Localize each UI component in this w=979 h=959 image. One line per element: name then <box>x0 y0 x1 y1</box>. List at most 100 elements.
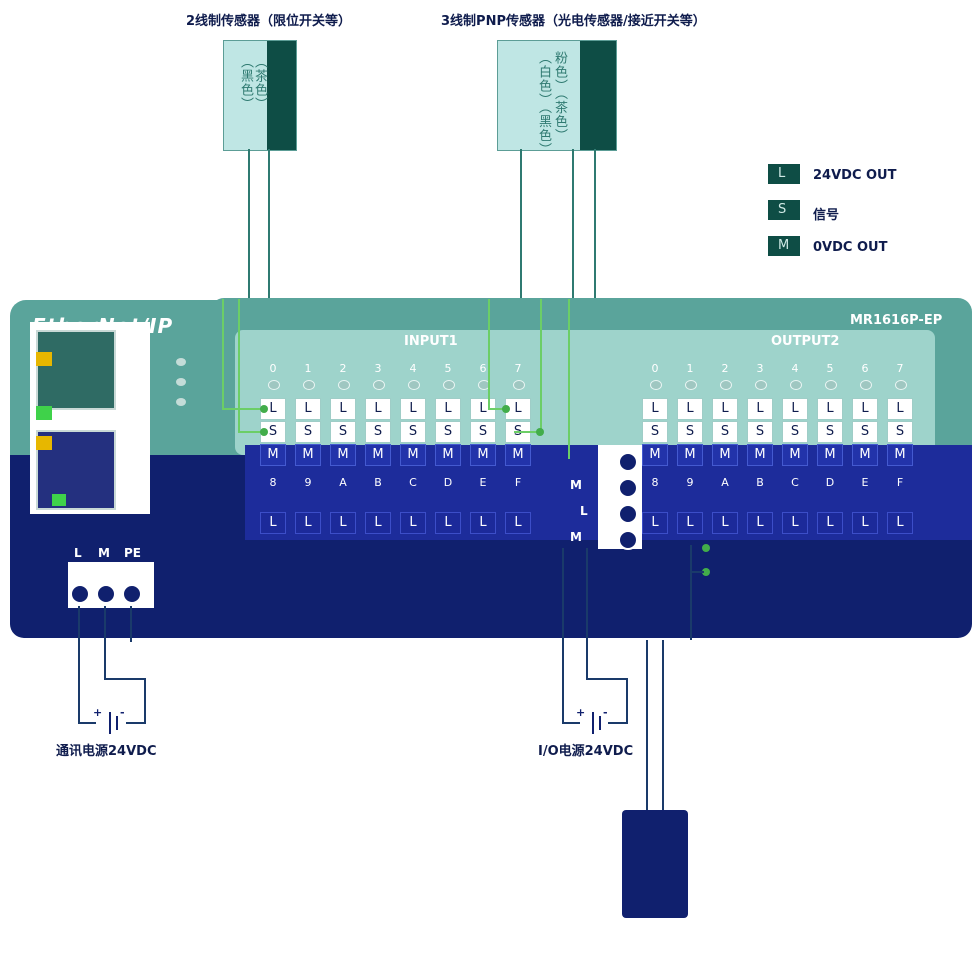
wire-io-plus-v <box>586 548 588 680</box>
output-terminal-s-5[interactable]: S <box>817 421 843 443</box>
io-terminal-3[interactable] <box>618 504 638 524</box>
output-terminal-m-1[interactable]: M <box>677 444 703 466</box>
output-terminal-l2-0[interactable]: L <box>642 512 668 534</box>
input-terminal-s-4[interactable]: S <box>400 421 426 443</box>
sensor-3wire-cap <box>580 41 616 150</box>
input-terminal-m-4[interactable]: M <box>400 444 426 466</box>
output-terminal-l-0[interactable]: L <box>642 398 668 420</box>
wire-3wire-b <box>572 149 574 299</box>
output-terminal-l-4[interactable]: L <box>782 398 808 420</box>
input-terminal-l-7[interactable]: L <box>505 398 531 420</box>
output-terminal-m-0[interactable]: M <box>642 444 668 466</box>
input-terminal-s-2[interactable]: S <box>330 421 356 443</box>
output-terminal-s-4[interactable]: S <box>782 421 808 443</box>
input-top-number-1: 1 <box>304 362 312 375</box>
output-terminal-m-5[interactable]: M <box>817 444 843 466</box>
input-terminal-l-4[interactable]: L <box>400 398 426 420</box>
input-terminal-l-3[interactable]: L <box>365 398 391 420</box>
input-terminal-l-2[interactable]: L <box>330 398 356 420</box>
input-terminal-m-3[interactable]: M <box>365 444 391 466</box>
output-terminal-l2-7[interactable]: L <box>887 512 913 534</box>
input-terminal-s-6[interactable]: S <box>470 421 496 443</box>
output-terminal-l-5[interactable]: L <box>817 398 843 420</box>
output-bottom-number-7: F <box>896 476 904 489</box>
output-terminal-m-7[interactable]: M <box>887 444 913 466</box>
output-terminal-l-7[interactable]: L <box>887 398 913 420</box>
output-terminal-s-7[interactable]: S <box>887 421 913 443</box>
battery-io-plus-sign: + <box>576 706 586 719</box>
io-terminal-4[interactable] <box>618 530 638 550</box>
output-terminal-s-3[interactable]: S <box>747 421 773 443</box>
input-terminal-m-1[interactable]: M <box>295 444 321 466</box>
label-2wire-sensor: 2线制传感器（限位开关等） <box>186 14 352 29</box>
wire-2wire-a <box>248 149 250 299</box>
load-device <box>622 810 688 918</box>
wire-out-h <box>690 571 704 573</box>
input-terminal-l2-4[interactable]: L <box>400 512 426 534</box>
battery-comm-plus-sign: + <box>93 706 103 719</box>
battery-comm-minus-plate <box>116 716 118 730</box>
input-terminal-l2-0[interactable]: L <box>260 512 286 534</box>
io-terminal-1[interactable] <box>618 452 638 472</box>
input-terminal-m-7[interactable]: M <box>505 444 531 466</box>
output-terminal-l2-2[interactable]: L <box>712 512 738 534</box>
junction-dot-2 <box>260 428 268 436</box>
output-terminal-l-2[interactable]: L <box>712 398 738 420</box>
input-terminal-l-1[interactable]: L <box>295 398 321 420</box>
output-terminal-l2-4[interactable]: L <box>782 512 808 534</box>
input-terminal-l2-3[interactable]: L <box>365 512 391 534</box>
output-terminal-l2-3[interactable]: L <box>747 512 773 534</box>
output-terminal-l-1[interactable]: L <box>677 398 703 420</box>
input-terminal-l2-6[interactable]: L <box>470 512 496 534</box>
output-terminal-s-0[interactable]: S <box>642 421 668 443</box>
output-top-number-2: 2 <box>721 362 729 375</box>
output-led-0 <box>650 380 662 390</box>
input-terminal-s-1[interactable]: S <box>295 421 321 443</box>
power-term-m-label: M <box>98 546 110 560</box>
output-top-number-4: 4 <box>791 362 799 375</box>
input-terminal-s-3[interactable]: S <box>365 421 391 443</box>
output-terminal-l-6[interactable]: L <box>852 398 878 420</box>
io-terminal-2[interactable] <box>618 478 638 498</box>
output-terminal-s-2[interactable]: S <box>712 421 738 443</box>
input-terminal-s-5[interactable]: S <box>435 421 461 443</box>
output-terminal-m-4[interactable]: M <box>782 444 808 466</box>
power-terminal-m[interactable] <box>96 584 116 604</box>
output-terminal-m-3[interactable]: M <box>747 444 773 466</box>
legend-text-m: 0VDC OUT <box>813 240 888 255</box>
gwire-2b-v <box>238 299 240 432</box>
output-terminal-l-3[interactable]: L <box>747 398 773 420</box>
output-terminal-m-2[interactable]: M <box>712 444 738 466</box>
output-terminal-l2-6[interactable]: L <box>852 512 878 534</box>
input-terminal-l2-5[interactable]: L <box>435 512 461 534</box>
gwire-2a-v <box>222 299 224 409</box>
output-terminal-l2-1[interactable]: L <box>677 512 703 534</box>
input-terminal-m-5[interactable]: M <box>435 444 461 466</box>
output-led-7 <box>895 380 907 390</box>
output-terminal-m-6[interactable]: M <box>852 444 878 466</box>
input-terminal-m-6[interactable]: M <box>470 444 496 466</box>
gwire-3b-v <box>540 299 542 432</box>
wire-io-plus-v2 <box>626 678 628 724</box>
power-terminal-l[interactable] <box>70 584 90 604</box>
output-terminal-s-1[interactable]: S <box>677 421 703 443</box>
input-led-2 <box>338 380 350 390</box>
output-top-number-7: 7 <box>896 362 904 375</box>
input-terminal-l-5[interactable]: L <box>435 398 461 420</box>
gwire-2b-h <box>238 431 264 433</box>
input-terminal-l2-7[interactable]: L <box>505 512 531 534</box>
input-terminal-l2-1[interactable]: L <box>295 512 321 534</box>
output-terminal-l2-5[interactable]: L <box>817 512 843 534</box>
label-io-power: I/O电源24VDC <box>538 744 634 759</box>
output-terminal-s-6[interactable]: S <box>852 421 878 443</box>
input-led-3 <box>373 380 385 390</box>
input-led-7 <box>513 380 525 390</box>
ethernet-port-1[interactable] <box>36 330 116 410</box>
input-terminal-l2-2[interactable]: L <box>330 512 356 534</box>
output-bottom-number-6: E <box>861 476 869 489</box>
status-led-2 <box>176 378 186 386</box>
output-bottom-number-4: C <box>791 476 799 489</box>
input-terminal-m-0[interactable]: M <box>260 444 286 466</box>
power-terminal-pe[interactable] <box>122 584 142 604</box>
input-terminal-m-2[interactable]: M <box>330 444 356 466</box>
